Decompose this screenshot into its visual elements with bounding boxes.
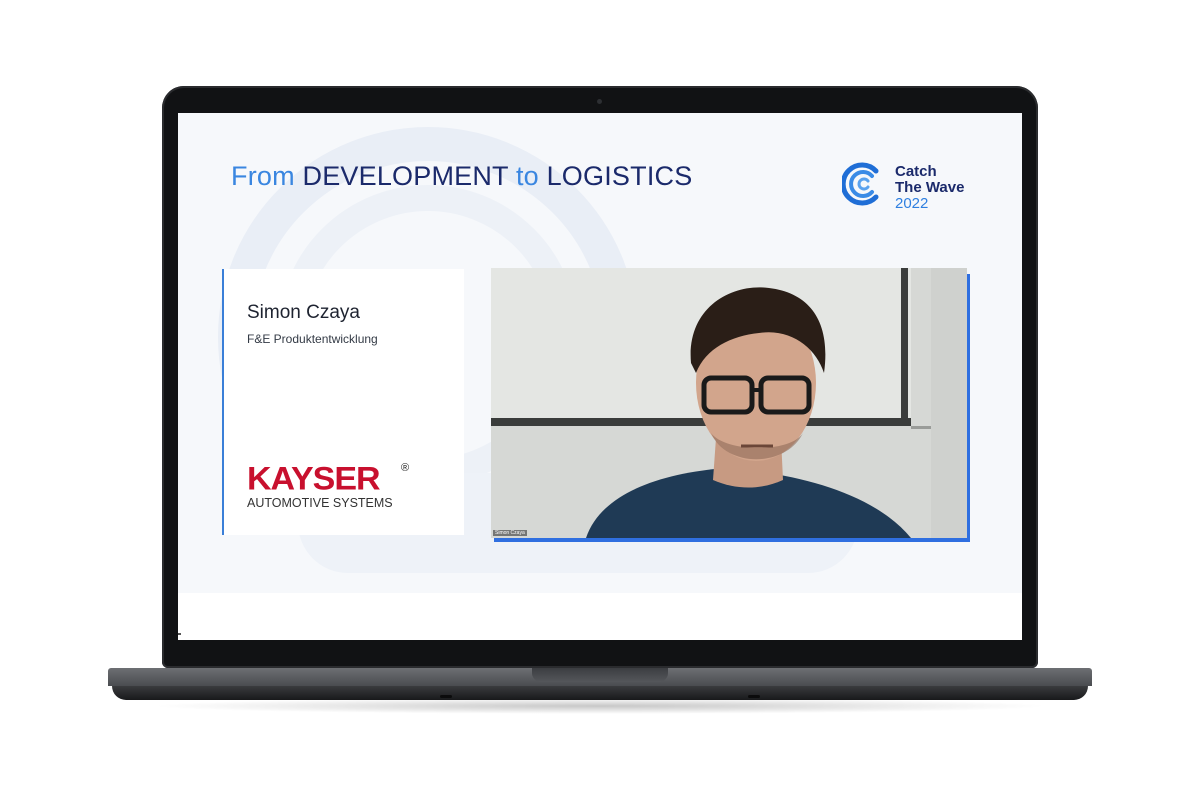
screen-bottom-area bbox=[178, 593, 1022, 640]
screen-edge-mark bbox=[178, 633, 181, 635]
webcam-dot bbox=[597, 99, 602, 104]
brand-text: Catch The Wave 2022 bbox=[895, 164, 964, 212]
participant-label: Simon Czaya bbox=[493, 530, 527, 536]
title-development: DEVELOPMENT bbox=[302, 161, 509, 191]
title-to: to bbox=[508, 161, 547, 191]
slide-title: From DEVELOPMENT to LOGISTICS bbox=[231, 161, 692, 201]
registered-mark: ® bbox=[401, 462, 410, 474]
laptop-foot-left bbox=[440, 695, 452, 698]
brand-year: 2022 bbox=[895, 195, 929, 212]
title-from: From bbox=[231, 161, 303, 191]
brand-line-catch: Catch bbox=[895, 163, 937, 180]
catch-the-wave-logo: Catch The Wave 2022 bbox=[842, 160, 982, 212]
laptop-opening-notch bbox=[532, 668, 668, 682]
webcam-image bbox=[491, 268, 967, 538]
wave-c-logo-icon bbox=[842, 162, 879, 206]
speaker-card: Simon Czaya F&E Produktentwicklung KAYSE… bbox=[222, 269, 464, 535]
laptop-shadow bbox=[150, 698, 1050, 714]
kayser-logo: KAYSER ® AUTOMOTIVE SYSTEMS bbox=[247, 462, 447, 522]
laptop-screen: From DEVELOPMENT to LOGISTICS Catch The … bbox=[178, 113, 1022, 640]
speaker-name: Simon Czaya bbox=[247, 302, 360, 323]
kayser-wordmark: KAYSER bbox=[247, 460, 381, 498]
presentation-slide: From DEVELOPMENT to LOGISTICS Catch The … bbox=[178, 113, 1022, 593]
laptop-base-underside bbox=[112, 686, 1088, 700]
speaker-role: F&E Produktentwicklung bbox=[247, 332, 378, 346]
speaker-video-feed: Simon Czaya bbox=[491, 268, 967, 538]
title-logistics: LOGISTICS bbox=[546, 161, 693, 191]
kayser-tagline: AUTOMOTIVE SYSTEMS bbox=[247, 496, 393, 510]
brand-line-the-wave: The Wave bbox=[895, 179, 965, 196]
laptop-foot-right bbox=[748, 695, 760, 698]
